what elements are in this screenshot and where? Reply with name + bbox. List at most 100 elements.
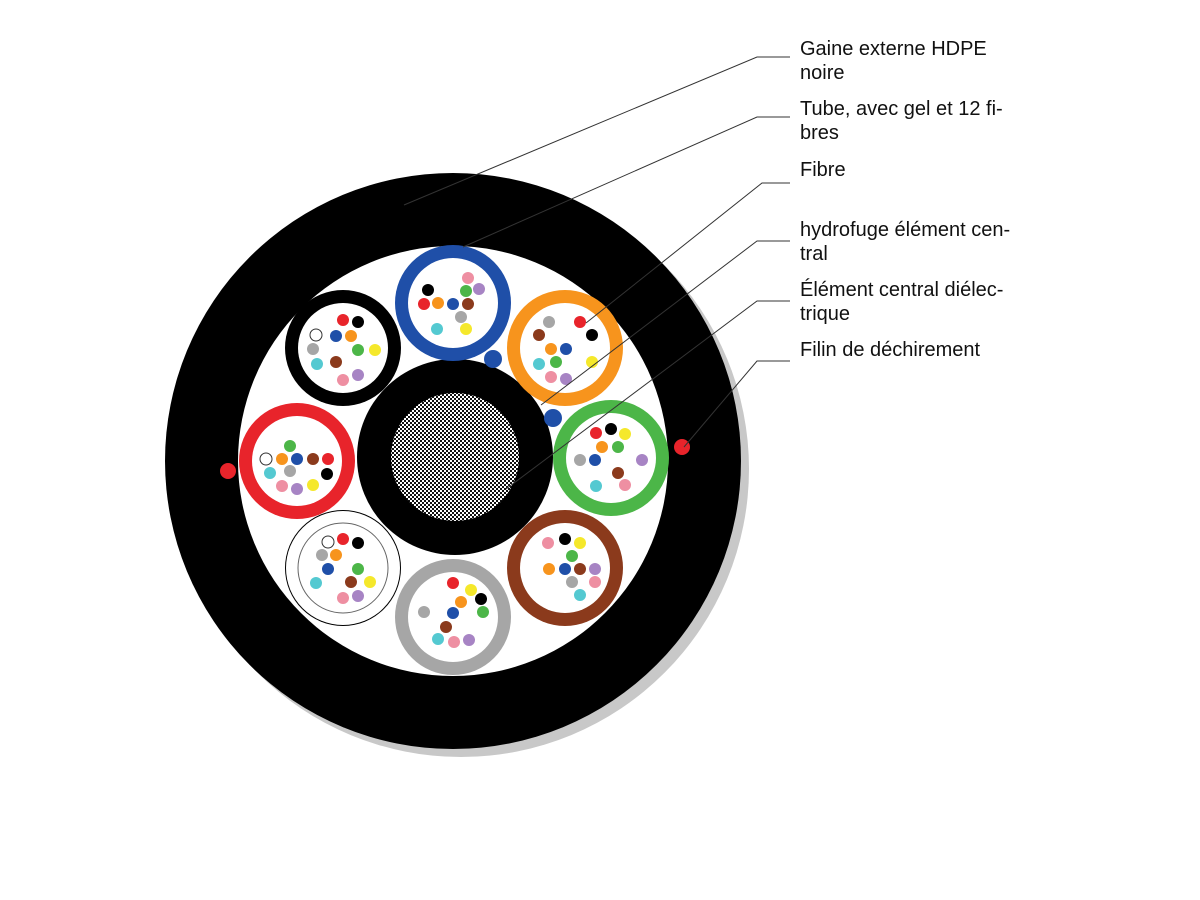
- fiber: [311, 358, 323, 370]
- fiber: [590, 427, 602, 439]
- fiber: [307, 343, 319, 355]
- label-tube: Tube, avec gel et 12 fi- bres: [800, 98, 1008, 144]
- fiber: [543, 563, 555, 575]
- fiber: [463, 634, 475, 646]
- fiber: [364, 576, 376, 588]
- central-element: [357, 359, 553, 555]
- fiber: [447, 577, 459, 589]
- label-line: noire: [800, 62, 844, 84]
- small-filler: [484, 350, 502, 368]
- fiber: [440, 311, 452, 323]
- fiber-bundle: [418, 272, 485, 335]
- fiber: [322, 563, 334, 575]
- fiber: [545, 371, 557, 383]
- fiber: [422, 284, 434, 296]
- fiber: [307, 453, 319, 465]
- fiber: [264, 467, 276, 479]
- tube-inner-outline: [297, 522, 389, 614]
- fiber: [559, 533, 571, 545]
- fiber: [589, 563, 601, 575]
- fiber: [574, 454, 586, 466]
- tube-brown: [507, 510, 623, 626]
- fiber: [589, 576, 601, 588]
- leader-line-central-water-blocking: [540, 240, 790, 406]
- tube-inner: [298, 303, 388, 393]
- fiber: [566, 550, 578, 562]
- fiber: [473, 283, 485, 295]
- fiber: [432, 633, 444, 645]
- tube-black: [285, 290, 401, 406]
- fiber: [310, 577, 322, 589]
- fiber: [574, 589, 586, 601]
- label-line: bres: [800, 122, 839, 144]
- label-ripcord: Filin de déchirement: [800, 339, 981, 361]
- label-line: Gaine externe HDPE: [800, 38, 987, 60]
- fiber: [307, 479, 319, 491]
- fiber: [465, 584, 477, 596]
- tube-gray: [395, 559, 511, 675]
- fiber: [559, 314, 571, 326]
- fiber: [447, 607, 459, 619]
- fiber: [545, 343, 557, 355]
- fiber: [477, 606, 489, 618]
- fiber: [462, 272, 474, 284]
- fiber: [276, 453, 288, 465]
- central-dielectric-core: [391, 393, 519, 521]
- fiber-bundle: [574, 423, 648, 492]
- leader-line-outer-jacket: [403, 56, 790, 206]
- fiber: [619, 479, 631, 491]
- leader-lines: [403, 56, 790, 490]
- fiber: [533, 358, 545, 370]
- fiber: [337, 314, 349, 326]
- labels: Gaine externe HDPE noire Tube, avec gel …: [800, 38, 1010, 361]
- fiber: [636, 454, 648, 466]
- fiber: [321, 535, 335, 549]
- fiber: [619, 428, 631, 440]
- fiber: [418, 298, 430, 310]
- tube-green: [553, 400, 669, 516]
- leader-line-central-dielectric: [505, 300, 790, 490]
- small-filler: [544, 409, 562, 427]
- fiber: [337, 533, 349, 545]
- leader-line-tube: [462, 116, 790, 248]
- label-line: Tube, avec gel et 12 fi-: [800, 98, 1003, 120]
- fiber: [432, 297, 444, 309]
- label-line: Élément central diélec-: [800, 278, 1003, 301]
- fiber-bundle: [307, 314, 381, 386]
- label-line: Fibre: [800, 159, 846, 181]
- fiber-bundle: [418, 577, 489, 648]
- label-central-dielectric: Élément central diélec- trique: [800, 278, 1009, 325]
- leader-line-ripcord: [683, 360, 790, 448]
- fiber: [542, 537, 554, 549]
- label-outer-jacket: Gaine externe HDPE noire: [800, 38, 992, 84]
- fiber: [574, 537, 586, 549]
- fiber: [447, 298, 459, 310]
- fiber: [309, 328, 323, 342]
- leader-line-fiber: [585, 182, 790, 324]
- fiber: [589, 454, 601, 466]
- fiber: [586, 329, 598, 341]
- tube-white: [285, 510, 401, 626]
- label-fiber: Fibre: [800, 159, 846, 181]
- ripcord-marker: [220, 463, 236, 479]
- fiber: [566, 576, 578, 588]
- tube-blue: [395, 245, 511, 361]
- fiber: [574, 316, 586, 328]
- fiber: [418, 606, 430, 618]
- fiber-bundle: [259, 440, 334, 495]
- fiber: [551, 576, 563, 588]
- fiber: [291, 483, 303, 495]
- fiber: [462, 298, 474, 310]
- fiber: [337, 592, 349, 604]
- label-line: trique: [800, 303, 850, 325]
- fiber: [448, 636, 460, 648]
- fiber-bundle: [310, 533, 376, 604]
- ripcords: [220, 439, 690, 479]
- fiber: [460, 285, 472, 297]
- fiber: [605, 423, 617, 435]
- fiber: [352, 344, 364, 356]
- fiber: [352, 369, 364, 381]
- fiber-bundle: [533, 314, 598, 385]
- fiber: [352, 316, 364, 328]
